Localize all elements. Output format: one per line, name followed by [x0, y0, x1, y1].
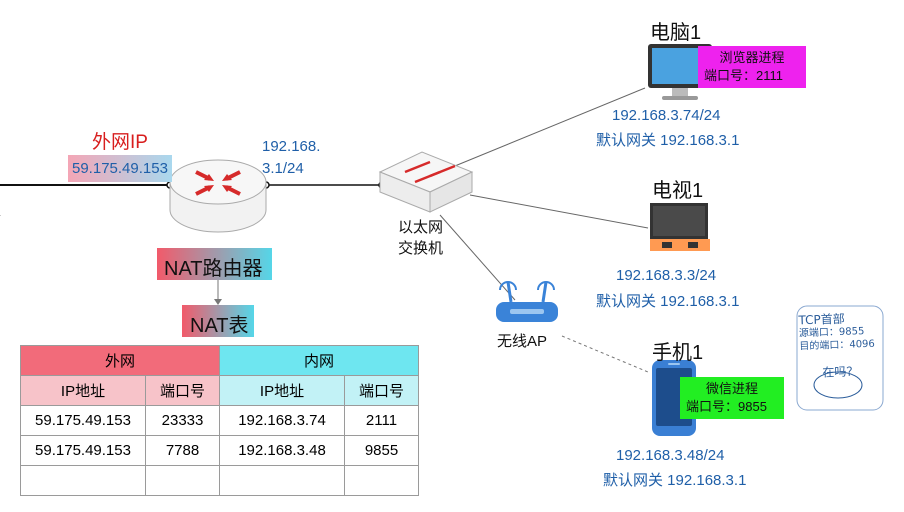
- tcp-note-box: [796, 305, 884, 411]
- phone-gateway: 默认网关 192.168.3.1: [603, 472, 747, 489]
- nat-router-name: NAT路由器: [164, 258, 263, 280]
- nat-header-cell: 端口号: [344, 375, 419, 406]
- nat-cell: 7788: [145, 435, 220, 466]
- table-row-empty: [20, 465, 419, 496]
- pc-process-badge: 浏览器进程 端口号：2111: [698, 46, 806, 88]
- nat-cell: 59.175.49.153: [20, 435, 146, 466]
- router-lan-ip-line1: 192.168.: [262, 138, 321, 155]
- router-icon: [169, 159, 267, 233]
- ap-icon: [496, 281, 558, 322]
- tv-icon: [650, 203, 710, 251]
- nat-cell: [219, 465, 345, 496]
- nat-group-lan: 内网: [219, 345, 419, 376]
- switch-pc-link: [449, 87, 646, 169]
- pc-gateway: 默认网关 192.168.3.1: [596, 132, 740, 149]
- nat-cell: [20, 465, 146, 496]
- switch-name-line2: 交换机: [398, 240, 444, 257]
- wan-ip-label-bg: [68, 155, 172, 182]
- ap-phone-link: [561, 335, 649, 373]
- nat-cell: 23333: [145, 405, 220, 436]
- nat-cell: 192.168.3.74: [219, 405, 345, 436]
- pc-name: 电脑1: [650, 22, 702, 44]
- tv-name: 电视1: [652, 180, 704, 202]
- nat-table-label-bg: [182, 305, 254, 337]
- nat-router-label-bg: [157, 248, 272, 280]
- nat-group-wan: 外网: [20, 345, 220, 376]
- ap-name: 无线AP: [497, 333, 548, 350]
- switch-name-line1: 以太网: [398, 219, 444, 236]
- nat-header-cell: 端口号: [145, 375, 220, 406]
- pc-ip: 192.168.3.74/24: [612, 107, 721, 124]
- phone-name: 手机1: [652, 342, 704, 364]
- nat-header-cell: IP地址: [219, 375, 345, 406]
- note-line: 在吗？: [822, 364, 859, 380]
- tv-gateway: 默认网关 192.168.3.1: [596, 293, 740, 310]
- nat-cell: 2111: [344, 405, 419, 436]
- phone-ip: 192.168.3.48/24: [616, 447, 725, 464]
- nat-cell: [344, 465, 419, 496]
- switch-icon: [378, 151, 474, 213]
- nat-cell: [145, 465, 220, 496]
- phone-port: 端口号：9855: [686, 399, 767, 414]
- pc-port: 端口号：2111: [704, 68, 783, 83]
- nat-cell: 59.175.49.153: [20, 405, 146, 436]
- switch-tv-link: [469, 194, 649, 229]
- phone-process-name: 微信进程: [705, 381, 758, 396]
- note-line: 目的端口：4096: [799, 338, 876, 353]
- pc-process-name: 浏览器进程: [719, 50, 785, 65]
- router-lan-ip-line2: 3.1/24: [262, 160, 304, 177]
- nat-header-cell: IP地址: [20, 375, 146, 406]
- note-message-bubble: [813, 371, 863, 399]
- nat-cell: 192.168.3.48: [219, 435, 345, 466]
- tv-ip: 192.168.3.3/24: [616, 267, 717, 284]
- tcp-header-note: TCP首部 源端口：9855 目的端口：4096 在吗？: [798, 312, 879, 415]
- phone-process-badge: 微信进程 端口号：9855: [680, 377, 784, 419]
- nat-cell: 9855: [344, 435, 419, 466]
- nat-table-label: NAT表: [190, 315, 249, 337]
- nat-table: 外网 内网 IP地址 端口号 IP地址 端口号 59.175.49.153 23…: [20, 345, 419, 496]
- table-row: 59.175.49.153 7788 192.168.3.48 9855: [20, 435, 419, 466]
- switch-ap-link: [439, 214, 516, 301]
- table-row: 59.175.49.153 23333 192.168.3.74 2111: [20, 405, 419, 436]
- wan-ip-label: 外网IP: [92, 132, 148, 153]
- wan-ip-address: 59.175.49.153: [72, 160, 168, 177]
